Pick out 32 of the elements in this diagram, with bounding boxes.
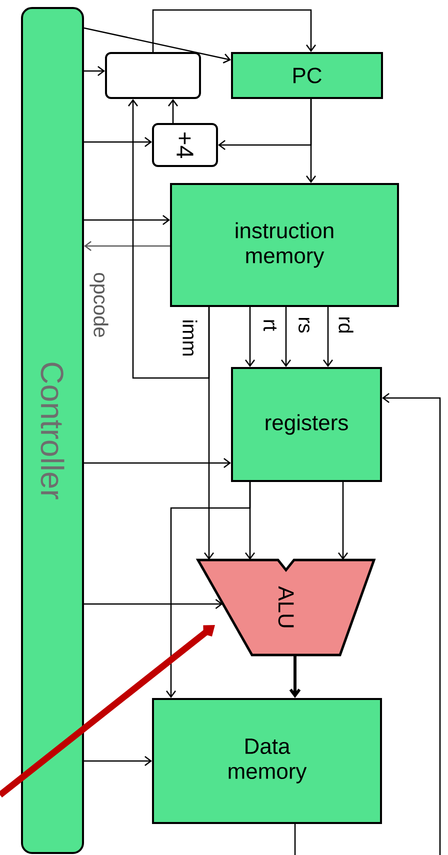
- arrow: [382, 392, 441, 855]
- arrow: [84, 136, 152, 148]
- arrow: [166, 482, 251, 698]
- arrow: [84, 214, 170, 226]
- controller-bar: Controller: [21, 7, 84, 854]
- arrow: [84, 458, 231, 468]
- edge-label: opcode: [88, 271, 110, 339]
- arrow: [0, 625, 215, 798]
- arrow: [306, 99, 316, 183]
- arrow: [84, 598, 223, 610]
- block-box: PC: [231, 52, 383, 99]
- block-box: Data memory: [152, 698, 382, 824]
- edge-label: imm: [182, 318, 198, 358]
- arrow: [322, 307, 334, 367]
- edge-label: rd: [338, 315, 354, 335]
- arrow: [244, 307, 256, 367]
- arrow: [84, 756, 152, 766]
- edge-label: rs: [298, 316, 310, 334]
- arrow: [289, 655, 301, 698]
- block-box: registers: [231, 367, 382, 482]
- arrow: [152, 9, 316, 52]
- block-box: [105, 52, 201, 99]
- edge-label: rt: [262, 318, 278, 332]
- arrow: [168, 99, 178, 123]
- arrow: [128, 99, 210, 379]
- arrow: [84, 66, 105, 76]
- arrow: [338, 482, 348, 560]
- block-box: +4: [152, 123, 218, 167]
- block-box: instruction memory: [170, 183, 399, 307]
- arrow: [280, 307, 292, 367]
- arrow: [84, 240, 170, 252]
- arrow: [84, 27, 231, 64]
